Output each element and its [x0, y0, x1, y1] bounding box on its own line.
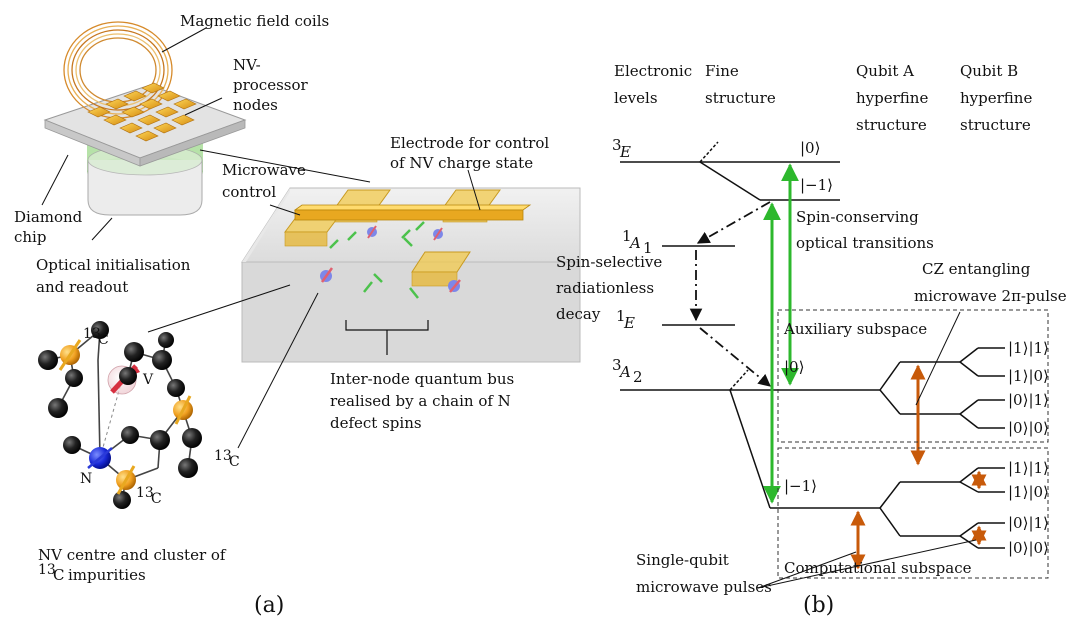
atom-n-label: N: [80, 471, 92, 487]
microwave-label-2: control: [222, 183, 276, 201]
c13-c-3: C: [151, 491, 162, 507]
c13-c-1: C: [98, 332, 109, 348]
aux-subspace-label: Auxiliary subspace: [783, 320, 927, 338]
panel-a: Magnetic field coils NV- processor nodes…: [14, 12, 581, 618]
diamond-block-illustration: [241, 187, 581, 363]
ket-aux-00: |0⟩|0⟩: [1008, 419, 1049, 437]
level-1e-name: E: [623, 314, 635, 332]
level-3e-sup: 3: [612, 136, 622, 154]
header-qubit-b-3: structure: [960, 116, 1031, 134]
header-fine-2: structure: [705, 89, 776, 107]
panel-a-label: (a): [254, 593, 284, 618]
ket-comp-01: |0⟩|1⟩: [1008, 514, 1049, 532]
computational-subspace-box: [777, 447, 1049, 579]
ket-aux-01: |0⟩|1⟩: [1008, 391, 1049, 409]
single-qubit-1: Single-qubit: [636, 551, 729, 569]
diamond-chip-illustration: [43, 21, 247, 216]
optical-label-1: Optical initialisation: [36, 256, 191, 274]
level-1e-sup: 1: [616, 307, 626, 325]
level-1a1-name: A: [628, 234, 641, 252]
c13-sup-2: 13: [214, 448, 232, 464]
auxiliary-subspace-box: [777, 309, 1049, 443]
header-electronic-2: levels: [614, 89, 658, 107]
level-3e-name: E: [619, 143, 631, 161]
panel-b-label: (b): [803, 593, 834, 618]
spin-conserving-2: optical transitions: [796, 234, 934, 252]
spin-selective-2: radiationless: [556, 279, 654, 297]
electrode-label-1: Electrode for control: [390, 134, 549, 152]
nv-centre-molecule: [38, 321, 202, 509]
spin-conserving-1: Spin-conserving: [796, 208, 919, 226]
header-qubit-a-2: hyperfine: [856, 89, 928, 107]
c13-sup-1: 13: [83, 326, 101, 342]
atom-v-label: V: [142, 372, 154, 388]
level-3a2-sup: 3: [612, 356, 622, 374]
single-qubit-2: microwave pulses: [636, 578, 772, 596]
nodes-label-3: nodes: [233, 96, 278, 114]
bus-label-1: Inter-node quantum bus: [330, 370, 514, 388]
header-qubit-b-1: Qubit B: [960, 62, 1018, 80]
spin-selective-3: decay: [556, 305, 601, 323]
diamond-label-2: chip: [14, 228, 46, 246]
panel-b: Electronic levels Fine structure Qubit A…: [556, 62, 1067, 618]
ket-minus-one: |−1⟩: [800, 176, 833, 194]
header-qubit-a-1: Qubit A: [856, 62, 914, 80]
nodes-label-1: NV-: [233, 56, 261, 74]
bus-label-3: defect spins: [330, 414, 422, 432]
diamond-label-1: Diamond: [14, 208, 83, 226]
c13-c-2: C: [229, 454, 240, 470]
ket-comp-00: |0⟩|0⟩: [1008, 539, 1049, 557]
level-3a2-name: A: [618, 363, 631, 381]
header-electronic-1: Electronic: [614, 62, 692, 80]
cz-label-2: microwave 2π-pulse: [914, 287, 1067, 305]
header-fine-1: Fine: [705, 62, 739, 80]
microwave-label-1: Microwave: [222, 161, 306, 179]
header-qubit-b-2: hyperfine: [960, 89, 1032, 107]
ket-zero: |0⟩: [800, 139, 820, 157]
coils-label: Magnetic field coils: [180, 12, 329, 30]
spin-selective-1: Spin-selective: [556, 253, 662, 271]
level-1a1-sup: 1: [622, 227, 632, 245]
nv-caption-1: NV centre and cluster of: [38, 546, 227, 564]
level-1a1-sub: 1: [643, 239, 653, 257]
nodes-label-2: processor: [233, 76, 309, 94]
electrode-label-2: of NV charge state: [390, 154, 533, 172]
ket-comp-minus-one: |−1⟩: [784, 477, 817, 495]
header-qubit-a-3: structure: [856, 116, 927, 134]
nv-caption-sup: 13: [38, 562, 56, 578]
level-3a2-sub: 2: [633, 368, 643, 386]
cz-label-1: CZ entangling: [922, 260, 1031, 278]
bus-label-2: realised by a chain of N: [330, 392, 511, 410]
comp-subspace-label: Computational subspace: [784, 559, 972, 577]
ket-comp-11: |1⟩|1⟩: [1008, 459, 1049, 477]
optical-label-2: and readout: [36, 278, 128, 296]
nv-caption-c: C: [53, 566, 64, 584]
nv-caption-2: impurities: [68, 566, 146, 584]
ket-aux-zero: |0⟩: [784, 358, 804, 376]
ket-aux-10: |1⟩|0⟩: [1008, 367, 1049, 385]
c13-sup-3: 13: [136, 485, 154, 501]
ket-comp-10: |1⟩|0⟩: [1008, 483, 1049, 501]
ket-aux-11: |1⟩|1⟩: [1008, 339, 1049, 357]
